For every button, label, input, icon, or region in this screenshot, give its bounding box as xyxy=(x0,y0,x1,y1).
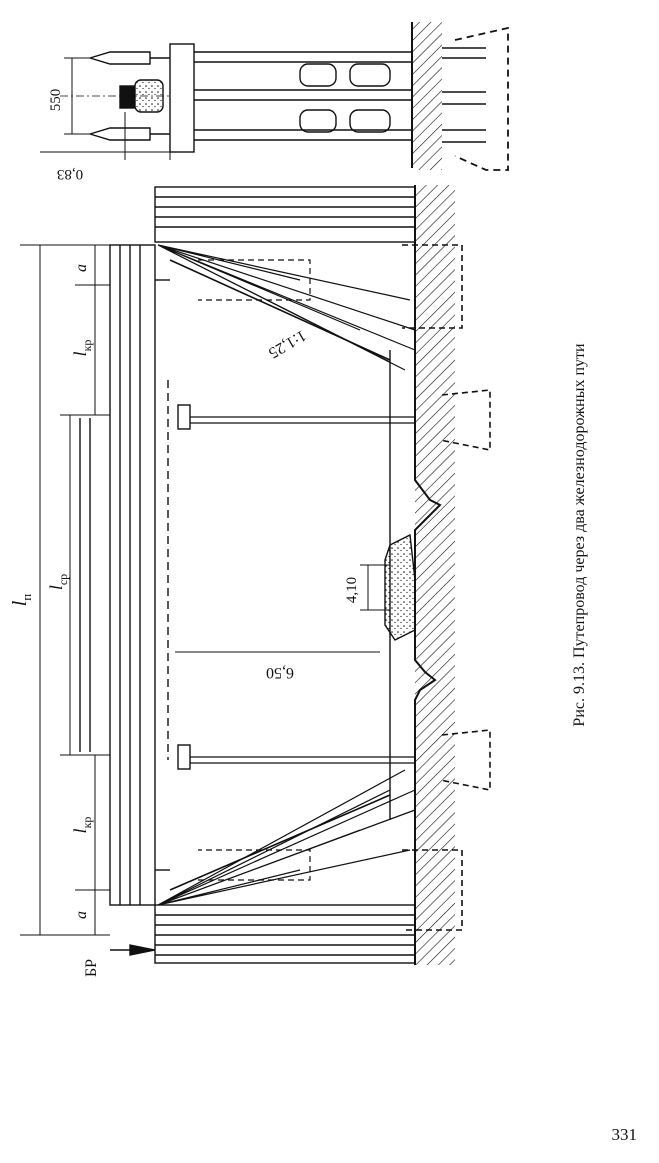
dim-550: 550 xyxy=(48,89,64,112)
svg-text:lп: lп xyxy=(9,594,34,607)
main-elevation xyxy=(20,185,491,965)
clearance-650: 6,50 xyxy=(266,664,294,681)
svg-text:lкр: lкр xyxy=(70,817,94,834)
span-mid: l xyxy=(46,585,66,590)
span-labels: lп lср lкр lкр a a БР xyxy=(9,264,100,977)
slope-label: 1:1,25 xyxy=(265,326,309,361)
span-total-sub: п xyxy=(19,594,34,601)
span-end-top-sub: кр xyxy=(80,340,94,352)
span-mid-sub: ср xyxy=(56,574,70,585)
span-end-top: l xyxy=(70,351,90,356)
svg-text:lкр: lкр xyxy=(70,340,94,357)
a-top: a xyxy=(73,264,90,272)
svg-text:lср: lср xyxy=(46,574,70,590)
span-end-bottom-sub: кр xyxy=(80,817,94,829)
dim-083: 0,83 xyxy=(57,166,83,182)
height-410: 4,10 xyxy=(344,577,360,603)
figure-caption: Рис. 9.13. Путепровод через два железнод… xyxy=(571,343,588,727)
span-end-bottom: l xyxy=(70,828,90,833)
br-label: БР xyxy=(83,959,100,977)
page-number: 331 xyxy=(611,1125,638,1144)
span-total: l xyxy=(9,600,31,606)
cross-section xyxy=(40,22,509,171)
a-bottom: a xyxy=(73,911,90,919)
